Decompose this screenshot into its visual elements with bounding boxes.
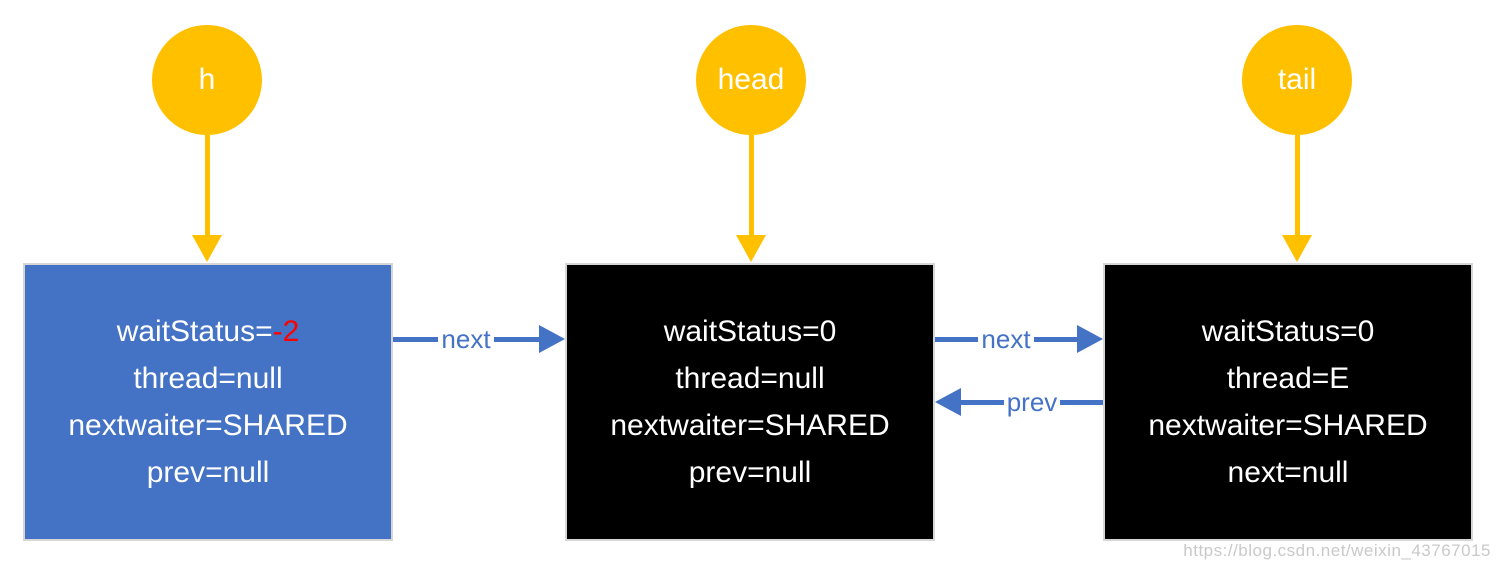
arrow-down-icon (1282, 235, 1312, 262)
pointer-h-label: h (198, 63, 216, 96)
edge-prev-line (961, 399, 1004, 405)
node-head: waitStatus=0 thread=null nextwaiter=SHAR… (565, 263, 935, 541)
node-tail-nextwaiter-line: nextwaiter=SHARED (1148, 409, 1428, 442)
node-tail: waitStatus=0 thread=E nextwaiter=SHARED … (1103, 263, 1473, 541)
pointer-head-arrow-stem (748, 135, 754, 235)
node-h-thread-line: thread=null (133, 362, 283, 395)
arrow-down-icon (192, 235, 222, 262)
node-tail-thread-line: thread=E (1226, 362, 1350, 395)
node-head-nextwaiter-line: nextwaiter=SHARED (610, 409, 890, 442)
pointer-head: head (696, 25, 806, 262)
edge-next-1-line (493, 336, 539, 342)
pointer-h: h (152, 25, 262, 262)
edge-next-1: next (393, 323, 565, 354)
edge-next-2-line (935, 336, 979, 342)
node-h-prev-line: prev=null (146, 456, 270, 489)
arrow-down-icon (736, 235, 766, 262)
edge-next-2-line (1033, 336, 1077, 342)
watermark-url: https://blog.csdn.net/weixin_43767015 (1183, 541, 1491, 560)
pointer-h-arrow-stem (204, 135, 210, 235)
edge-prev: prev (935, 386, 1104, 417)
arrow-left-icon (935, 388, 961, 416)
pointer-head-label: head (717, 63, 785, 96)
edge-next-2: next (935, 323, 1103, 354)
node-h: waitStatus=-2 thread=null nextwaiter=SHA… (23, 263, 393, 541)
arrow-right-icon (1077, 325, 1103, 353)
edge-next-1-label: next (441, 323, 491, 354)
arrow-right-icon (539, 325, 565, 353)
node-h-nextwaiter-line: nextwaiter=SHARED (68, 409, 348, 442)
node-h-waitstatus-value-highlight: -2 (272, 315, 300, 348)
pointer-tail-label: tail (1277, 63, 1317, 96)
node-h-waitstatus-prefix: waitStatus= (116, 315, 273, 348)
node-h-waitstatus-line: waitStatus=-2 (117, 308, 300, 355)
pointer-head-circle: head (696, 25, 806, 135)
edge-prev-label: prev (1006, 386, 1058, 417)
node-tail-next-line: next=null (1227, 456, 1349, 489)
node-head-waitstatus-line: waitStatus=0 (663, 315, 837, 348)
pointer-h-circle: h (152, 25, 262, 135)
pointer-tail-circle: tail (1242, 25, 1352, 135)
edge-prev-line (1060, 399, 1104, 405)
pointer-tail-arrow-stem (1294, 135, 1300, 235)
node-tail-waitstatus-line: waitStatus=0 (1201, 315, 1375, 348)
node-head-prev-line: prev=null (688, 456, 812, 489)
node-head-thread-line: thread=null (675, 362, 825, 395)
edge-next-1-line (393, 336, 439, 342)
edge-next-2-label: next (981, 323, 1031, 354)
pointer-tail: tail (1242, 25, 1352, 262)
